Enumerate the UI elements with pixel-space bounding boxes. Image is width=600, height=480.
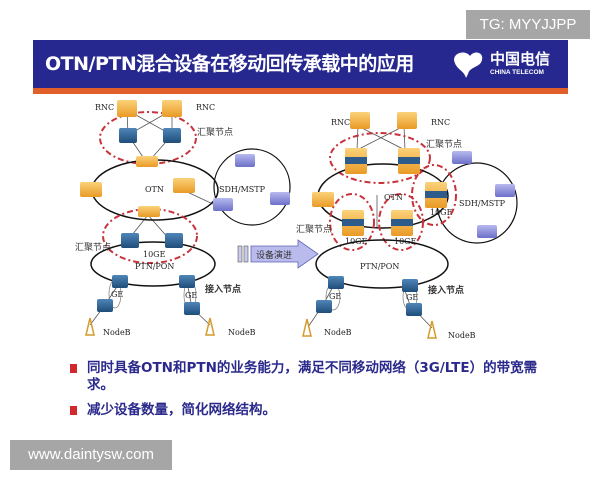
bullet-list: 同时具备OTN和PTN的业务能力，满足不同移动网络（3G/LTE）的带宽需求。 … (70, 360, 550, 427)
hybrid-otn-ptn-node-icon (391, 210, 413, 236)
otn-node-icon (80, 182, 102, 197)
hybrid-otn-ptn-node-icon (345, 148, 367, 174)
rnc-label: RNC (431, 118, 450, 127)
link-10ge-label: 10GE (394, 237, 417, 246)
sdh-node-icon (213, 198, 233, 211)
otn-node-icon (136, 156, 158, 167)
left-topology: RNC RNC 汇聚节点 OTN SDH/MSTP 汇聚节点 10GE PTN/… (75, 100, 291, 337)
arrow-label: 设备演进 (256, 249, 292, 261)
network-diagram: RNC RNC 汇聚节点 OTN SDH/MSTP 汇聚节点 10GE PTN/… (75, 100, 518, 340)
hybrid-otn-ptn-node-icon (425, 182, 447, 208)
access-router-icon (179, 275, 195, 288)
watermark-top: TG: MYYJJPP (466, 10, 590, 39)
router-icon (119, 128, 137, 143)
access-router-icon (184, 302, 200, 315)
telecom-swirl-icon (454, 52, 483, 78)
logo-text-cn: 中国电信 (490, 50, 551, 68)
china-telecom-logo: 中国电信 CHINA TELECOM (450, 46, 560, 82)
rnc-label: RNC (95, 103, 114, 112)
evolution-arrow: 设备演进 (237, 239, 319, 269)
watermark-bottom: www.daintysw.com (10, 440, 172, 470)
ge-label: GE (406, 293, 418, 302)
otn-node-icon (173, 178, 195, 193)
access-router-icon (402, 279, 418, 292)
ge-label: GE (185, 291, 197, 300)
link-10ge-label: 10GE (430, 208, 453, 217)
sdh-label: SDH/MSTP (219, 185, 266, 194)
bullet-marker-icon (70, 364, 77, 373)
ge-label: GE (329, 292, 341, 301)
header-stripe (33, 88, 568, 94)
otn-node-icon (138, 206, 160, 217)
base-station-icon (427, 320, 437, 339)
bullet-item: 同时具备OTN和PTN的业务能力，满足不同移动网络（3G/LTE）的带宽需求。 (70, 360, 550, 394)
agg-node-label: 汇聚节点 (75, 242, 111, 253)
slide-header: OTN/PTN混合设备在移动回传承载中的应用 中国电信 CHINA TELECO… (33, 40, 568, 88)
access-node-label: 接入节点 (428, 284, 464, 296)
base-station-icon (302, 318, 312, 337)
bullet-item: 减少设备数量，简化网络结构。 (70, 402, 550, 419)
slide-title: OTN/PTN混合设备在移动回传承载中的应用 (45, 53, 414, 75)
router-icon (163, 128, 181, 143)
nodeb-label: NodeB (103, 328, 131, 337)
hybrid-otn-ptn-node-icon (342, 210, 364, 236)
sdh-node-icon (452, 151, 472, 164)
hybrid-otn-ptn-node-icon (398, 148, 420, 174)
link-10ge-label: 10GE (143, 250, 166, 259)
router-icon (165, 233, 183, 248)
nodeb-label: NodeB (448, 331, 476, 340)
access-node-label: 接入节点 (205, 283, 241, 295)
nodeb-label: NodeB (324, 328, 352, 337)
access-router-icon (406, 303, 422, 316)
otn-label: OTN (384, 193, 403, 202)
logo-text-en: CHINA TELECOM (490, 69, 544, 76)
sdh-node-icon (495, 184, 515, 197)
router-icon (121, 233, 139, 248)
rnc-device-icon (117, 100, 137, 117)
access-router-icon (112, 275, 128, 288)
nodeb-label: NodeB (228, 328, 256, 337)
ge-label: GE (111, 290, 123, 299)
access-router-icon (97, 299, 113, 312)
agg-node-label: 汇聚节点 (197, 127, 233, 138)
sdh-node-icon (235, 154, 255, 167)
bullet-marker-icon (70, 406, 77, 415)
bullet-text: 同时具备OTN和PTN的业务能力，满足不同移动网络（3G/LTE）的带宽需求。 (87, 360, 538, 393)
rnc-device-icon (350, 112, 370, 129)
agg-node-label: 汇聚节点 (296, 224, 332, 235)
ptn-label: PTN/PON (360, 262, 399, 271)
bullet-text: 减少设备数量，简化网络结构。 (87, 402, 276, 418)
base-station-icon (85, 317, 95, 336)
rnc-label: RNC (331, 118, 350, 127)
rnc-label: RNC (196, 103, 215, 112)
otn-node-icon (312, 192, 334, 207)
access-router-icon (328, 276, 344, 289)
sdh-node-icon (270, 192, 290, 205)
link-10ge-label: 10GE (345, 237, 368, 246)
ptn-label: PTN/PON (135, 262, 174, 271)
sdh-label: SDH/MSTP (459, 199, 506, 208)
otn-label: OTN (145, 185, 164, 194)
right-topology: RNC RNC 汇聚节点 OTN SDH/MSTP 10GE 汇聚节点 10GE… (296, 112, 518, 340)
rnc-device-icon (162, 100, 182, 117)
agg-node-label: 汇聚节点 (426, 139, 462, 150)
sdh-node-icon (477, 225, 497, 238)
base-station-icon (205, 317, 215, 336)
access-router-icon (316, 300, 332, 313)
rnc-device-icon (397, 112, 417, 129)
